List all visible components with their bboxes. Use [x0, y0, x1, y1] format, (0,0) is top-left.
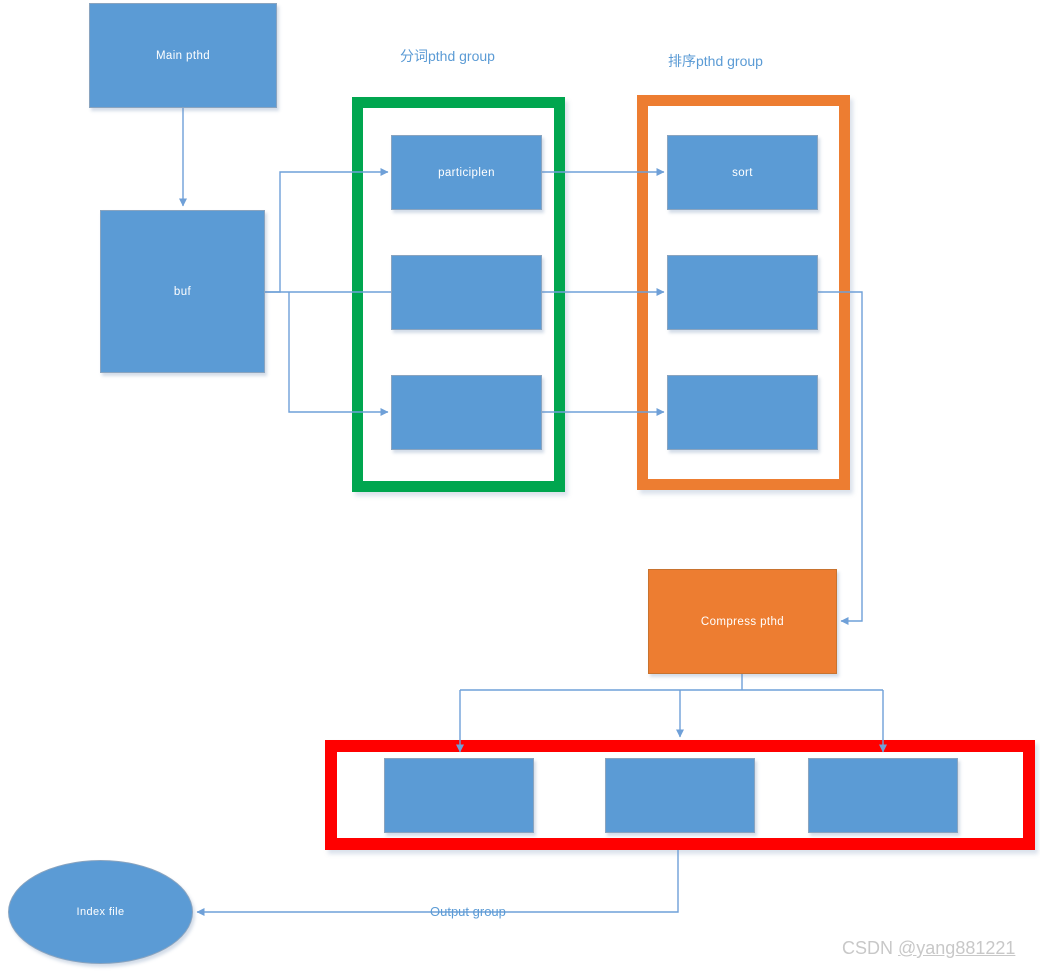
node-sort-worker-3: [667, 375, 818, 450]
node-compress-pthd-label: Compress pthd: [700, 615, 785, 628]
node-main-pthd-label: Main pthd: [155, 49, 211, 62]
node-output-worker-1: [384, 758, 534, 833]
node-participle-worker-2: [391, 255, 542, 330]
node-participle-worker-1-label: participlen: [438, 166, 495, 179]
node-sort-worker-1: sort: [667, 135, 818, 210]
watermark-handle: @yang881221: [898, 938, 1016, 958]
node-buf-label: buf: [173, 285, 192, 298]
node-output-worker-3: [808, 758, 958, 833]
participle-group-label: 分词pthd group: [400, 48, 495, 64]
connector-output-to-index: [196, 850, 679, 916]
node-output-worker-2: [605, 758, 755, 833]
output-group-label: Output group: [430, 904, 506, 919]
node-index-file: Index file: [8, 860, 193, 964]
node-index-file-label: Index file: [76, 906, 125, 918]
node-participle-worker-1: participlen: [391, 135, 542, 210]
node-buf: buf: [100, 210, 265, 373]
node-sort-worker-2: [667, 255, 818, 330]
node-sort-worker-1-label: sort: [732, 166, 753, 179]
sort-group-label: 排序pthd group: [668, 53, 763, 69]
watermark-prefix: CSDN: [842, 938, 899, 958]
watermark: CSDN @yang881221: [842, 938, 1015, 959]
node-participle-worker-3: [391, 375, 542, 450]
node-compress-pthd: Compress pthd: [648, 569, 837, 674]
connector-compress-distribution-rail: [460, 674, 883, 691]
node-main-pthd: Main pthd: [89, 3, 277, 108]
